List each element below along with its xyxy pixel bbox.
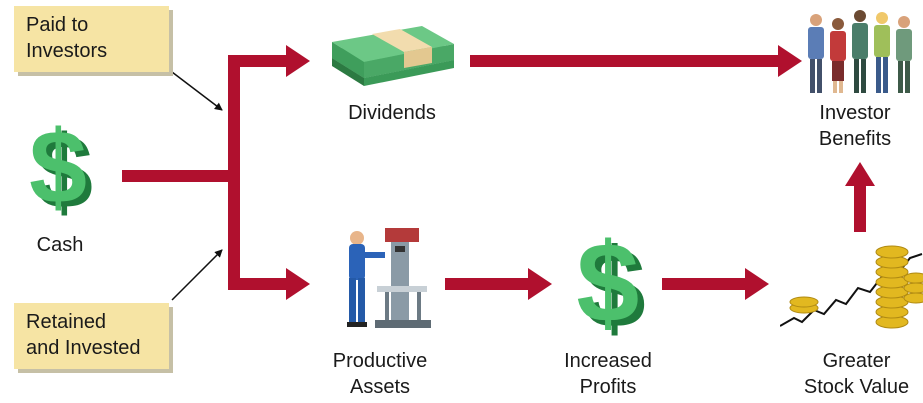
svg-text:$: $ [29,122,87,222]
arrow-assets-to-profits-shaft [445,278,530,290]
investor-group-icon [808,10,912,93]
label-increased-profits: Increased Profits [538,348,678,400]
label-cash: Cash [36,234,84,256]
callout-retained-line2: and Invested [26,337,141,359]
dollar-sign-icon: $ $ [29,122,93,222]
label-investor-benefits: Investor Benefits [790,100,920,152]
arrow-profits-to-stock-shaft [662,278,747,290]
arrow-assets-to-profits-head [528,268,552,300]
label-investor-benefits-line2: Benefits [818,128,892,150]
label-productive-assets: Productive Assets [310,348,450,400]
label-increased-profits-line2: Profits [579,376,637,398]
arrow-dividends-to-investors-head [778,45,802,77]
label-investor-benefits-line1: Investor [819,102,891,124]
label-greater-stock-value-line2: Stock Value [803,376,910,398]
svg-text:$: $ [35,122,93,222]
arrow-stock-to-investors-head [845,162,875,186]
label-increased-profits-line1: Increased [564,350,652,372]
label-greater-stock-value-line1: Greater [822,350,891,372]
arrow-cash-to-split [122,170,234,182]
callout-paid-line2: Investors [26,40,108,62]
arrow-dividends-to-investors-shaft [470,55,780,67]
arrow-to-dividends-shaft [228,55,288,67]
label-productive-assets-line1: Productive [332,350,428,372]
arrow-profits-to-stock-head [745,268,769,300]
arrow-to-assets-head [286,268,310,300]
money-stack-icon [332,26,454,86]
svg-text:$: $ [583,232,646,344]
label-productive-assets-line2: Assets [349,376,411,398]
callout-paid-line1: Paid to [26,14,89,36]
callout-paid-to-investors: Paid to Investors [14,6,169,72]
split-trunk [228,55,240,290]
pointer-paid [171,71,223,111]
worker-drill-press-icon [347,228,431,328]
arrow-stock-to-investors-shaft [854,184,866,232]
arrow-to-dividends-head [286,45,310,77]
label-dividends: Dividends [348,102,436,124]
gold-coins-chart-icon [780,245,923,329]
arrow-to-assets-shaft [228,278,288,290]
callout-retained-line1: Retained [26,311,107,333]
dollar-sign-icon: $ $ [576,232,646,344]
svg-text:$: $ [576,232,639,344]
callout-retained-and-invested: Retained and Invested [14,303,169,369]
label-greater-stock-value: Greater Stock Value [790,348,923,400]
pointer-retained [171,249,223,301]
